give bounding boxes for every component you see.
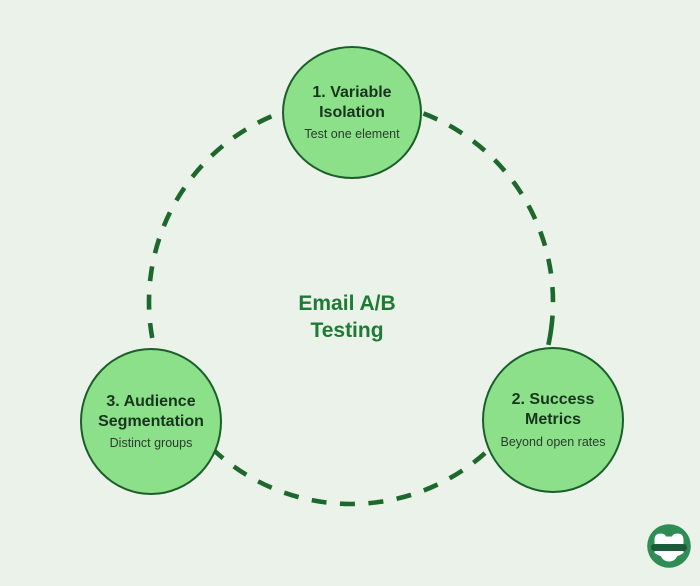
node-variable-isolation: 1. Variable Isolation Test one element	[282, 46, 422, 179]
mascot-face-sunglasses-icon	[647, 524, 691, 568]
node-subtitle: Test one element	[304, 127, 400, 142]
diagram-title: Email A/B Testing	[298, 292, 396, 342]
node-subtitle: Distinct groups	[109, 436, 193, 451]
node-audience-segmentation: 3. Audience Segmentation Distinct groups	[80, 348, 222, 495]
node-title: 3. Audience Segmentation	[98, 392, 204, 430]
node-subtitle: Beyond open rates	[500, 434, 606, 449]
node-success-metrics: 2. Success Metrics Beyond open rates	[482, 347, 624, 493]
node-title: 2. Success Metrics	[511, 391, 595, 428]
node-title: 1. Variable Isolation	[312, 83, 392, 121]
